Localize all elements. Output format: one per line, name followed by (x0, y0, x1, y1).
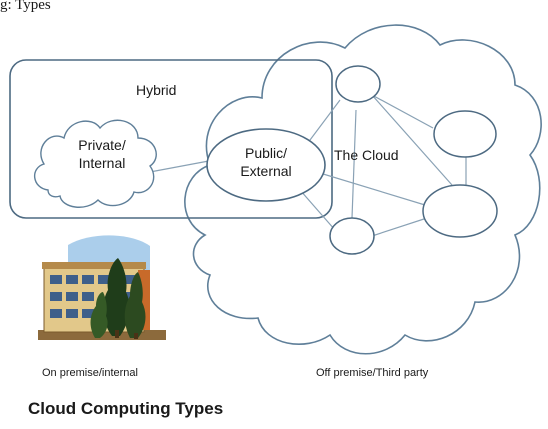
cloud-connections (149, 94, 467, 237)
private-cloud-icon (34, 119, 157, 208)
hybrid-boundary (9, 59, 333, 219)
cloud-node-right (433, 110, 497, 158)
the-cloud-label: The Cloud (334, 147, 399, 163)
on-premise-label: On premise/internal (42, 367, 138, 379)
public-external-label: Public/ External (240, 145, 292, 179)
hybrid-label: Hybrid (136, 82, 177, 98)
cloud-node-top (335, 65, 381, 103)
cloud-node-large (422, 184, 498, 238)
private-internal-label: Private/ Internal (78, 137, 126, 171)
cloud-node-bottom (329, 217, 375, 255)
off-premise-label: Off premise/Third party (316, 367, 429, 379)
caption-fragment: g: Types (0, 0, 51, 13)
public-external-node (206, 128, 326, 202)
the-cloud-icon (184, 24, 542, 355)
tree-icon (90, 258, 146, 339)
diagram-title: Cloud Computing Types (28, 399, 224, 418)
